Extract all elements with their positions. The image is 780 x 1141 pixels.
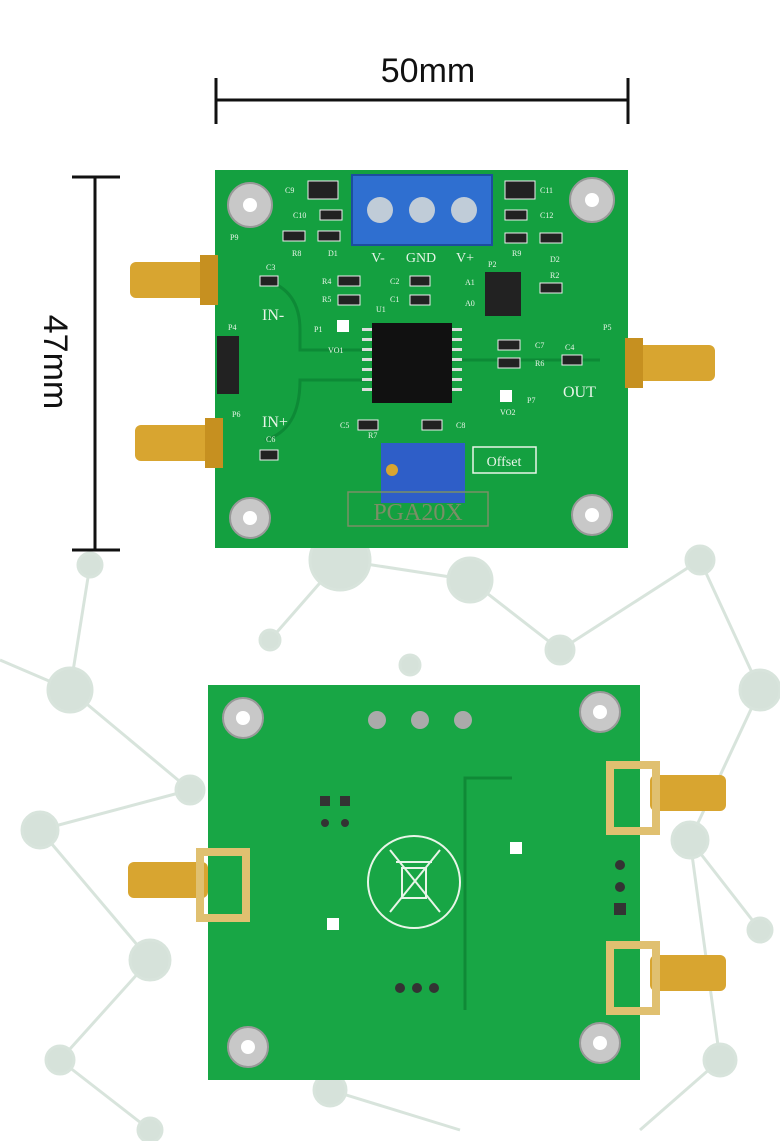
- width-dimension: [214, 78, 630, 124]
- terminal-label-vminus: V-: [371, 251, 385, 266]
- top-board: V- GND V+ IN- IN+ OUT Offset PG: [130, 170, 715, 548]
- label-a1: A1: [465, 278, 475, 287]
- label-d2: D2: [550, 255, 560, 264]
- sma-connector-in-minus: [130, 255, 218, 305]
- board-name: PGA20X: [373, 500, 462, 526]
- label-p9: P9: [230, 233, 238, 242]
- terminal-label-gnd: GND: [406, 251, 436, 266]
- label-c6: C6: [266, 435, 275, 444]
- label-p4: P4: [228, 323, 236, 332]
- label-r7: R7: [368, 431, 377, 440]
- label-c10: C10: [293, 211, 306, 220]
- label-offset: Offset: [487, 455, 522, 470]
- label-c1: C1: [390, 295, 399, 304]
- label-vo2: VO2: [500, 408, 516, 417]
- jumper-p2: [485, 272, 521, 316]
- label-c4: C4: [565, 343, 574, 352]
- label-p5: P5: [603, 323, 611, 332]
- label-r6: R6: [535, 359, 544, 368]
- jumper-p4: [217, 336, 239, 394]
- label-c12: C12: [540, 211, 553, 220]
- bottom-board: [128, 685, 726, 1080]
- label-c11: C11: [540, 186, 553, 195]
- test-point-p7: [500, 390, 512, 402]
- label-c5: C5: [340, 421, 349, 430]
- label-p2: P2: [488, 260, 496, 269]
- sma-connector-out: [625, 338, 715, 388]
- sma-connector-right-bottom: [650, 955, 726, 991]
- label-p7: P7: [527, 396, 535, 405]
- label-d1: D1: [328, 249, 338, 258]
- label-in-plus: IN+: [262, 414, 288, 431]
- height-dimension: [72, 175, 120, 552]
- sma-connector-left: [128, 862, 208, 898]
- label-r2: R2: [550, 271, 559, 280]
- label-c2: C2: [390, 277, 399, 286]
- label-r4: R4: [322, 277, 331, 286]
- label-c9: C9: [285, 186, 294, 195]
- background-network-pattern: [0, 528, 780, 1141]
- screw-terminal: [351, 174, 493, 246]
- label-u1: U1: [376, 305, 386, 314]
- height-label: 47mm: [36, 315, 74, 409]
- ic-chip-u1: [362, 323, 462, 403]
- width-label: 50mm: [381, 52, 475, 90]
- label-c8: C8: [456, 421, 465, 430]
- label-r5: R5: [322, 295, 331, 304]
- terminal-label-vplus: V+: [456, 251, 474, 266]
- label-r9: R9: [512, 249, 521, 258]
- label-in-minus: IN-: [262, 307, 284, 324]
- label-c3: C3: [266, 263, 275, 272]
- sma-connector-right-top: [650, 775, 726, 811]
- weee-recycle-symbol: [367, 835, 461, 929]
- label-r8: R8: [292, 249, 301, 258]
- sma-connector-in-plus: [135, 418, 223, 468]
- label-vo1: VO1: [328, 346, 344, 355]
- label-p1: P1: [314, 325, 322, 334]
- label-p6: P6: [232, 410, 240, 419]
- label-out: OUT: [563, 384, 596, 401]
- label-a0: A0: [465, 299, 475, 308]
- test-point-p1: [337, 320, 349, 332]
- label-c7: C7: [535, 341, 544, 350]
